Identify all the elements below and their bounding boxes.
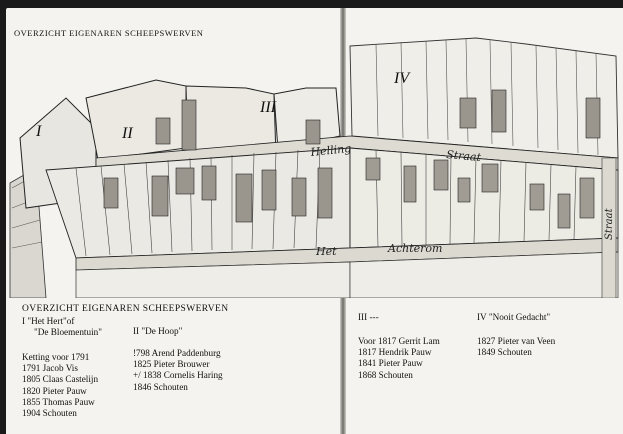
yard-2-name: II "De Hoop": [133, 326, 182, 337]
cadastral-map-drawing: I II III IV Helling Straat Het Achterom …: [9, 37, 619, 298]
yard-3-owner: 1841 Pieter Pauw: [358, 358, 423, 369]
zone-label-1: I: [35, 123, 42, 140]
yard-3-owner: 1868 Schouten: [358, 369, 413, 380]
yard-1-owner: Ketting voor 1791: [22, 352, 90, 362]
yard-2-owner: 1825 Pieter Brouwer: [133, 359, 210, 370]
yard-3-name-line: III ---: [358, 312, 379, 322]
overview-title: OVERZICHT EIGENAREN SCHEEPSWERVEN: [22, 304, 229, 314]
yard-1-owner: 1820 Pieter Pauw: [22, 385, 87, 396]
yard-3-name: III ---: [358, 312, 379, 323]
yard-2-owner: +/ 1838 Cornelis Haring: [133, 370, 223, 381]
street-label-het: Het: [315, 245, 337, 258]
yard-3-owner: Voor 1817 Gerrit Lam: [358, 336, 440, 346]
yard-1-owners: Ketting voor 1791 1791 Jacob Vis 1805 Cl…: [22, 352, 98, 419]
yard-1-name: I "Het Hert"of "De Bloementuin": [22, 316, 102, 338]
yard-3-owners: Voor 1817 Gerrit Lam 1817 Hendrik Pauw 1…: [358, 336, 440, 381]
street-label-straat-vertical: Straat: [604, 207, 615, 240]
yard-4-name: IV "Nooit Gedacht": [477, 312, 550, 323]
yard-3-owner: 1817 Hendrik Pauw: [358, 347, 432, 358]
yard-4-owner: 1827 Pieter van Veen: [477, 336, 556, 346]
street-label-achterom: Achterom: [387, 242, 442, 255]
yard-4-name-line: IV "Nooit Gedacht": [477, 312, 551, 322]
street-label-helling: Helling: [309, 142, 352, 159]
zone-label-4: IV: [393, 70, 411, 87]
yard-2-owner: !798 Arend Paddenburg: [133, 348, 221, 358]
street-label-straat: Straat: [446, 148, 482, 164]
cadastral-map: I II III IV Helling Straat Het Achterom …: [6, 8, 623, 298]
yard-2-owner: 1846 Schouten: [133, 381, 188, 392]
yard-4-owner: 1849 Schouten: [477, 347, 532, 358]
yard-1-owner: 1805 Claas Castelijn: [22, 374, 99, 385]
yard-1-name-line2: "De Bloementuin": [34, 327, 102, 338]
yard-2-owners: !798 Arend Paddenburg 1825 Pieter Brouwe…: [133, 348, 223, 393]
yard-1-owner: 1904 Schouten: [22, 408, 77, 419]
zone-label-2: II: [121, 125, 133, 142]
yard-4-owners: 1827 Pieter van Veen 1849 Schouten: [477, 336, 555, 358]
yard-1-name-line1: I "Het Hert"of: [22, 316, 75, 326]
zone-label-3: III: [259, 99, 277, 116]
yard-1-owner: 1791 Jacob Vis: [22, 363, 78, 374]
yard-2-name-line: II "De Hoop": [133, 326, 183, 336]
map-heading: OVERZICHT EIGENAREN SCHEEPSWERVEN: [14, 28, 204, 38]
yard-1-owner: 1855 Thomas Pauw: [22, 396, 95, 407]
